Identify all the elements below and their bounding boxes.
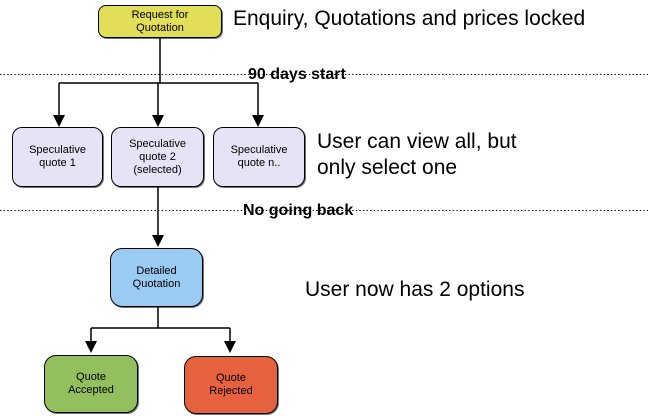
node-specn-label: Speculative quote n.. <box>230 144 288 169</box>
node-request-for-quotation: Request for Quotation <box>98 5 222 38</box>
node-request-label: Request for Quotation <box>131 8 189 34</box>
annotation-enquiry: Enquiry, Quotations and prices locked <box>233 7 586 30</box>
phase-separator-line-2 <box>0 210 648 212</box>
arrowhead-to-spec1 <box>53 115 65 127</box>
annotation-two-options: User now has 2 options <box>305 278 525 301</box>
connector-request-to-branch <box>58 38 259 116</box>
phase-separator-line-1 <box>0 74 648 76</box>
node-accepted-label: Quote Accepted <box>68 371 114 396</box>
node-detailed-quotation: Detailed Quotation <box>110 248 203 307</box>
arrowhead-to-detailed <box>152 235 164 247</box>
node-speculative-quote-2: Speculative quote 2 (selected) <box>111 127 204 187</box>
arrowhead-to-rejected <box>224 341 236 353</box>
node-speculative-quote-1: Speculative quote 1 <box>12 127 103 187</box>
arrowhead-to-specn <box>252 115 264 127</box>
arrowhead-to-spec2 <box>152 115 164 127</box>
arrowhead-to-accepted <box>85 341 97 353</box>
node-quote-rejected: Quote Rejected <box>184 356 278 414</box>
node-spec2-label: Speculative quote 2 (selected) <box>129 137 186 176</box>
node-speculative-quote-n: Speculative quote n.. <box>213 127 305 187</box>
annotation-view-all: User can view all, but only select one <box>317 130 517 179</box>
node-rejected-label: Quote Rejected <box>209 372 253 397</box>
node-spec1-label: Speculative quote 1 <box>29 144 86 169</box>
connector-detailed-to-branch <box>90 307 231 342</box>
node-quote-accepted: Quote Accepted <box>44 355 138 413</box>
node-detailed-label: Detailed Quotation <box>132 264 181 290</box>
